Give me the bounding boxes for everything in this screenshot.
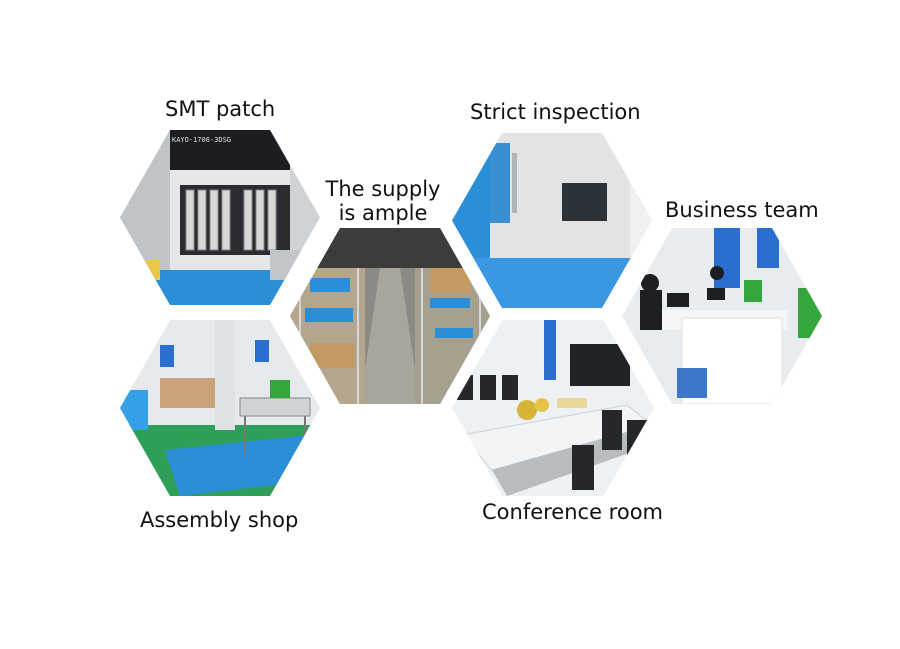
- business-team-caption: Business team: [665, 198, 819, 222]
- smt-patch-caption: SMT patch: [165, 97, 276, 121]
- business-team-photo: [622, 228, 822, 404]
- conference-room-caption: Conference room: [482, 500, 664, 524]
- smt-patch-photo: KAYO-1706-3DSG: [120, 130, 320, 305]
- supply-caption-line2: is ample: [338, 201, 428, 225]
- assembly-shop-photo: [120, 320, 320, 496]
- strict-inspection-caption: Strict inspection: [470, 100, 641, 124]
- conference-room-photo: [452, 320, 654, 496]
- supply-caption-line1: The supply: [325, 177, 441, 201]
- supply-warehouse-photo: [290, 228, 490, 404]
- smt-machine-label: KAYO-1706-3DSG: [172, 136, 232, 144]
- strict-inspection-photo: [452, 133, 652, 308]
- assembly-shop-caption: Assembly shop: [140, 508, 299, 532]
- supply-caption: The supply is ample: [318, 177, 448, 225]
